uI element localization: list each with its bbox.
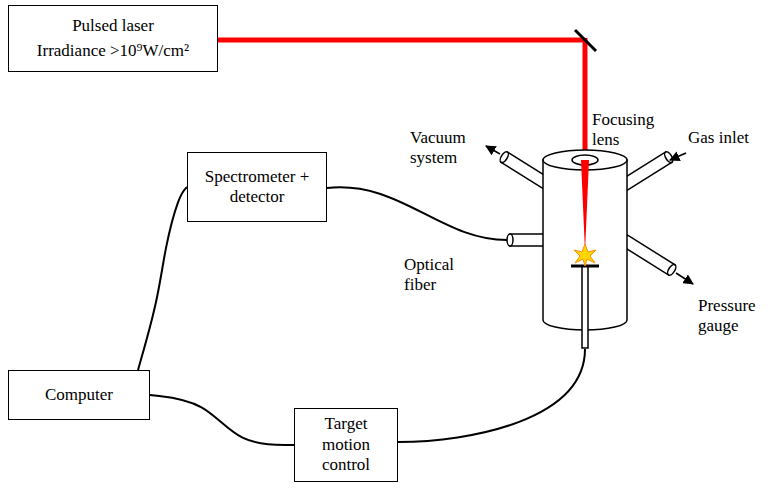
text-group: Target motion control <box>314 414 378 475</box>
motion-cable <box>398 349 585 442</box>
box-label: Computer <box>45 385 113 405</box>
text-group: Computer <box>45 385 113 405</box>
mirror <box>575 30 596 51</box>
gas-arrow <box>670 153 686 160</box>
plasma-spark <box>574 244 596 266</box>
part-label: Focusing lens <box>592 110 666 151</box>
box-label: Irradiance >10⁹W/cm² <box>37 41 189 61</box>
target-rod <box>582 266 588 348</box>
part-label: Gas inlet <box>688 128 749 148</box>
laser-beam <box>583 38 588 160</box>
gauge-port <box>621 235 677 276</box>
vacuum-arrow <box>486 146 500 154</box>
laser-beam <box>218 38 585 43</box>
cable <box>150 395 294 445</box>
laser-box: Pulsed laserIrradiance >10⁹W/cm² <box>8 5 218 72</box>
optical-fiber <box>327 187 507 240</box>
part-label: Vacuum system <box>410 128 482 169</box>
fiber-port <box>507 234 546 246</box>
part-label: Optical fiber <box>404 255 466 296</box>
cable <box>138 187 187 370</box>
box-label: Target motion control <box>314 414 378 475</box>
focused-beam <box>581 160 589 252</box>
box-label: Pulsed laser <box>72 16 154 36</box>
text-group: Spectrometer + detector <box>197 167 317 208</box>
gauge-arrow <box>676 273 693 284</box>
text-group: Pulsed laserIrradiance >10⁹W/cm² <box>37 16 189 62</box>
box-label: Spectrometer + detector <box>197 167 317 208</box>
computer-box: Computer <box>8 370 150 420</box>
controller-box: Target motion control <box>294 408 398 482</box>
spectrometer-box: Spectrometer + detector <box>187 152 327 222</box>
part-label: Pressure gauge <box>698 296 772 337</box>
